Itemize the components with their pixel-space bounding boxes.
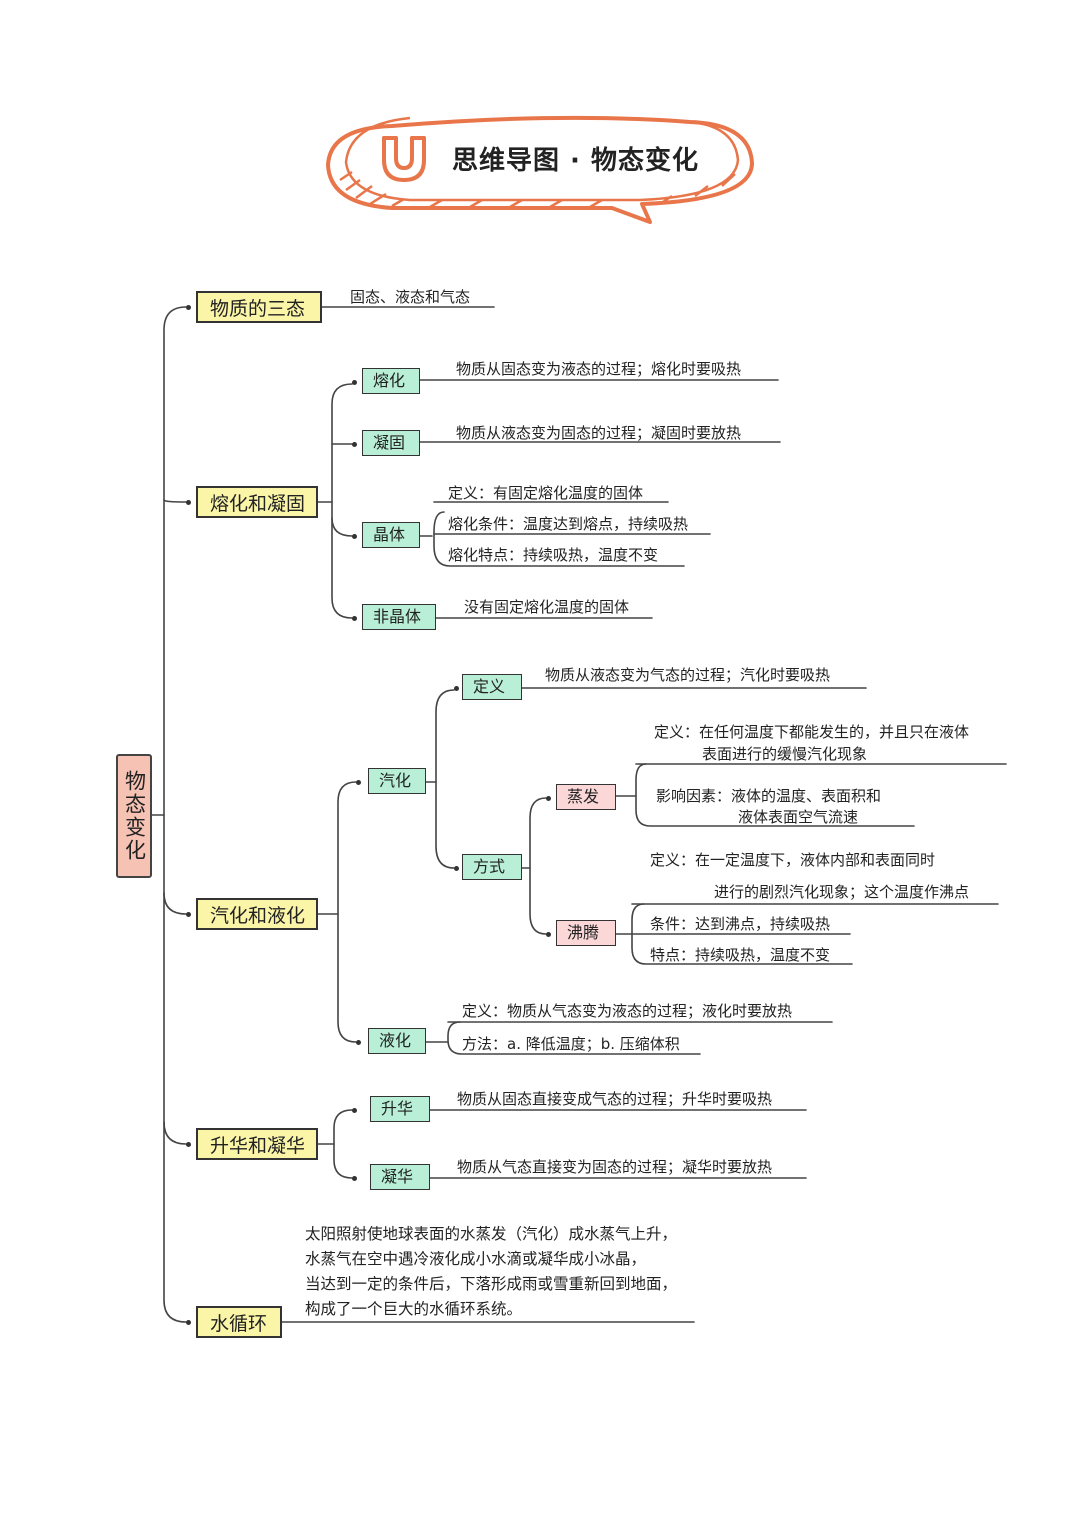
connector-dot xyxy=(352,442,357,447)
node-vaporization-definition: 定义 xyxy=(462,674,522,700)
boiling-feature: 特点：持续吸热，温度不变 xyxy=(650,946,831,964)
evaporation-def-line1: 定义：在任何温度下都能发生的，并且只在液体 xyxy=(654,723,970,741)
node-liquefaction: 液化 xyxy=(368,1028,426,1054)
connector-dot xyxy=(186,1142,191,1147)
node-sublimation-deposition: 升华和凝华 xyxy=(196,1128,318,1160)
node-vaporization: 汽化 xyxy=(368,768,426,794)
node-water-cycle: 水循环 xyxy=(196,1306,282,1338)
node-vaporization-liquefaction: 汽化和液化 xyxy=(196,898,318,930)
magnet-logo-icon xyxy=(382,136,426,183)
title-bubble xyxy=(326,115,754,224)
connector-dot xyxy=(356,780,361,785)
connector-dot xyxy=(352,616,357,621)
water-cycle-line3: 当达到一定的条件后，下落形成雨或雪重新回到地面， xyxy=(305,1275,678,1293)
boiling-condition: 条件：达到沸点，持续吸热 xyxy=(650,915,831,933)
connector-dot xyxy=(186,1320,191,1325)
water-cycle-line2: 水蒸气在空中遇冷液化成小水滴或凝华成小冰晶， xyxy=(305,1250,647,1268)
liquefaction-methods: 方法：a. 降低温度；b. 压缩体积 xyxy=(462,1035,680,1053)
crystal-melting-feature: 熔化特点：持续吸热，温度不变 xyxy=(448,546,659,564)
connector-dot xyxy=(186,500,191,505)
node-boiling: 沸腾 xyxy=(556,920,616,946)
deposition-text: 物质从气态直接变为固态的过程；凝华时要放热 xyxy=(457,1158,773,1176)
connector-dot xyxy=(356,1040,361,1045)
solidification-text: 物质从液态变为固态的过程；凝固时要放热 xyxy=(456,424,742,442)
evaporation-factor-line2: 液体表面空气流速 xyxy=(738,808,859,826)
connector-dot xyxy=(352,534,357,539)
node-amorphous: 非晶体 xyxy=(362,604,436,630)
connector-dot xyxy=(546,932,551,937)
node-sublimation: 升华 xyxy=(370,1096,430,1122)
crystal-melting-condition: 熔化条件：温度达到熔点，持续吸热 xyxy=(448,515,689,533)
node-three-states: 物质的三态 xyxy=(196,291,322,323)
liquefaction-definition: 定义：物质从气态变为液态的过程；液化时要放热 xyxy=(462,1002,793,1020)
water-cycle-line4: 构成了一个巨大的水循环系统。 xyxy=(305,1300,523,1318)
node-deposition: 凝华 xyxy=(370,1164,430,1190)
connector-dot xyxy=(454,866,459,871)
evaporation-def-line2: 表面进行的缓慢汽化现象 xyxy=(702,745,868,763)
connector-dot xyxy=(352,380,357,385)
water-cycle-line1: 太阳照射使地球表面的水蒸发（汽化）成水蒸气上升， xyxy=(305,1225,678,1243)
boiling-def-line2: 进行的剧烈汽化现象；这个温度作沸点 xyxy=(714,883,970,901)
connector-dot xyxy=(186,912,191,917)
node-vaporization-methods: 方式 xyxy=(462,854,522,880)
node-melting-solidification: 熔化和凝固 xyxy=(196,486,318,518)
three-states-text: 固态、液态和气态 xyxy=(350,288,471,306)
connector-dot xyxy=(352,1108,357,1113)
connector-dot xyxy=(352,1176,357,1181)
evaporation-factor-line1: 影响因素：液体的温度、表面积和 xyxy=(656,787,882,805)
page-title: 思维导图 · 物态变化 xyxy=(452,146,699,176)
connector-dot xyxy=(454,686,459,691)
boiling-def-line1: 定义：在一定温度下，液体内部和表面同时 xyxy=(650,851,936,869)
node-crystal: 晶体 xyxy=(362,522,420,548)
vaporization-definition-text: 物质从液态变为气态的过程；汽化时要吸热 xyxy=(545,666,831,684)
node-melting: 熔化 xyxy=(362,368,420,394)
root-node: 物态变化 xyxy=(116,754,152,878)
node-evaporation: 蒸发 xyxy=(556,784,616,810)
sublimation-text: 物质从固态直接变成气态的过程；升华时要吸热 xyxy=(457,1090,773,1108)
amorphous-text: 没有固定熔化温度的固体 xyxy=(464,598,630,616)
connector-dot xyxy=(186,305,191,310)
connector-dot xyxy=(546,796,551,801)
node-solidification: 凝固 xyxy=(362,430,420,456)
crystal-definition: 定义：有固定熔化温度的固体 xyxy=(448,484,644,502)
melting-text: 物质从固态变为液态的过程；熔化时要吸热 xyxy=(456,360,742,378)
